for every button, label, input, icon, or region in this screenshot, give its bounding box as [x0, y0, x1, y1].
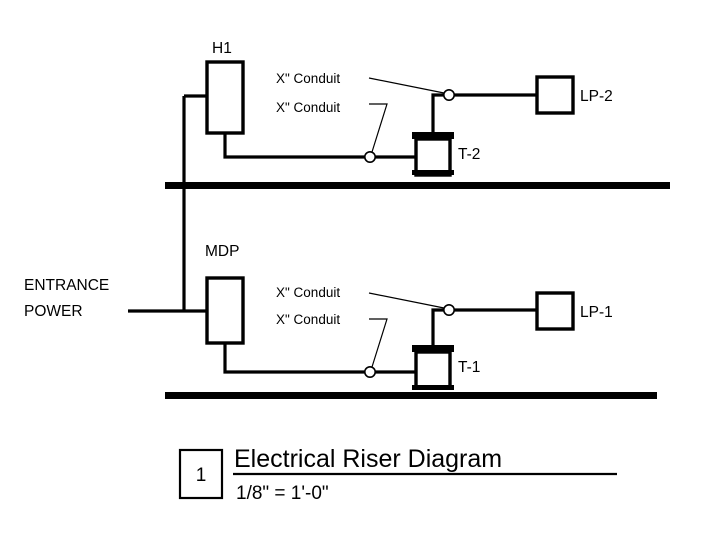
detail-number-text: 1	[196, 465, 207, 486]
conduit-label-upper-2: X" Conduit	[276, 100, 340, 115]
floor-slab-lower	[165, 392, 657, 399]
entrance-power-label-line1: ENTRANCE	[24, 277, 109, 294]
feeder-t1-to-lp1	[431, 308, 539, 345]
conduit-label-upper-1: X" Conduit	[276, 71, 340, 86]
feeder-h1-to-t2	[223, 133, 418, 159]
conduit-label-lower-2: X" Conduit	[276, 312, 340, 327]
transformer-t1-label: T-1	[458, 359, 480, 376]
floor-slab-upper	[165, 182, 670, 189]
conduit-node-upper-primary	[363, 151, 376, 164]
panel-lp1-box	[535, 291, 575, 331]
panel-h1-box	[205, 60, 245, 135]
feeder-mdp-to-t1	[223, 343, 418, 374]
transformer-t1-base	[412, 385, 454, 390]
conduit-label-lower-1: X" Conduit	[276, 285, 340, 300]
transformer-t2-box	[414, 137, 452, 177]
leader-conduit-lower-1	[368, 292, 445, 309]
panel-lp1-label: LP-1	[580, 304, 613, 321]
leader-conduit-upper-1	[368, 77, 445, 94]
transformer-t1-box	[414, 350, 452, 390]
transformer-t2-cap	[412, 132, 454, 139]
drawing-scale: 1/8" = 1'-0"	[236, 483, 329, 504]
panel-lp2-box	[535, 75, 575, 115]
conduit-node-lower-secondary	[442, 303, 455, 316]
drawing-title: Electrical Riser Diagram	[234, 445, 502, 473]
feeder-t2-to-lp2	[431, 93, 539, 132]
transformer-t2-label: T-2	[458, 146, 480, 163]
panel-h1-label: H1	[212, 40, 232, 57]
conduit-node-upper-secondary	[442, 89, 455, 102]
leader-conduit-upper-2	[369, 103, 388, 153]
transformer-t2-base	[412, 170, 454, 175]
leader-conduit-lower-2	[369, 318, 388, 368]
entrance-power-label-line2: POWER	[24, 303, 83, 320]
transformer-t1-cap	[412, 345, 454, 352]
panel-mdp-label: MDP	[205, 243, 239, 260]
conduit-node-lower-primary	[363, 365, 376, 378]
panel-mdp-box	[205, 276, 245, 345]
detail-number-box	[178, 448, 224, 500]
panel-lp2-label: LP-2	[580, 88, 613, 105]
